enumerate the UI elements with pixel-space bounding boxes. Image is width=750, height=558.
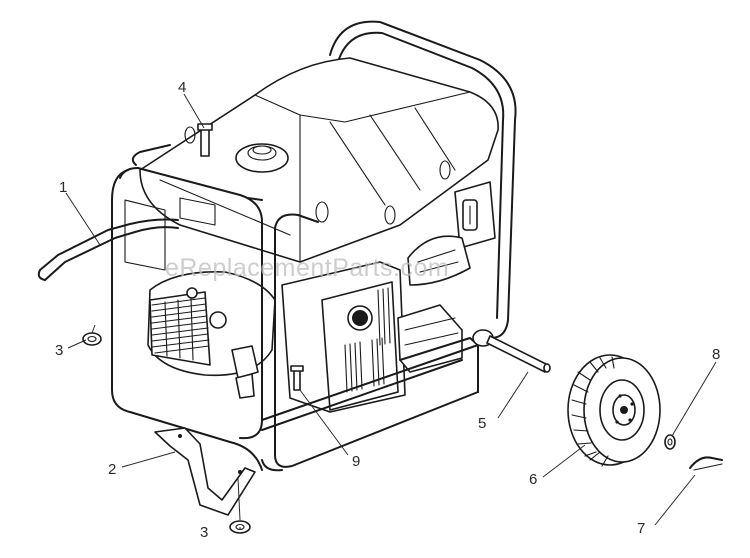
callout-3-lower: 3 (200, 524, 208, 541)
part-foot-bracket (154, 427, 256, 516)
callout-labels: 1 2 3 3 4 5 6 7 8 9 (55, 79, 720, 541)
callout-4: 4 (178, 79, 186, 96)
frame-front (111, 144, 494, 472)
fuel-cap-icon (235, 143, 289, 173)
control-panel (407, 181, 496, 286)
callout-2: 2 (108, 461, 116, 478)
part-hairpin-clip (689, 456, 723, 471)
part-nut-upper (82, 332, 102, 346)
leader-lines (65, 93, 717, 530)
callout-1: 1 (59, 179, 67, 196)
part-wheel (567, 354, 661, 467)
part-axle (486, 335, 551, 373)
callout-5: 5 (478, 415, 486, 432)
part-washer (664, 434, 676, 450)
frame-rear (329, 20, 517, 339)
muffler-louvers (344, 287, 391, 393)
callout-7: 7 (637, 520, 645, 537)
starter-grille (151, 297, 210, 361)
rear-panel (124, 197, 216, 271)
part-handle (37, 218, 179, 281)
recoil-starter (147, 271, 276, 399)
tire-tread (571, 356, 615, 467)
part-bolt-9 (290, 365, 304, 391)
engine-block (281, 261, 463, 413)
callout-8: 8 (712, 346, 720, 363)
part-bolt-top (197, 123, 213, 157)
callout-3-upper: 3 (55, 342, 63, 359)
callout-9: 9 (352, 453, 360, 470)
watermark-text: eReplacementParts.com (165, 254, 449, 282)
fuel-tank (139, 57, 499, 263)
callout-6: 6 (529, 471, 537, 488)
